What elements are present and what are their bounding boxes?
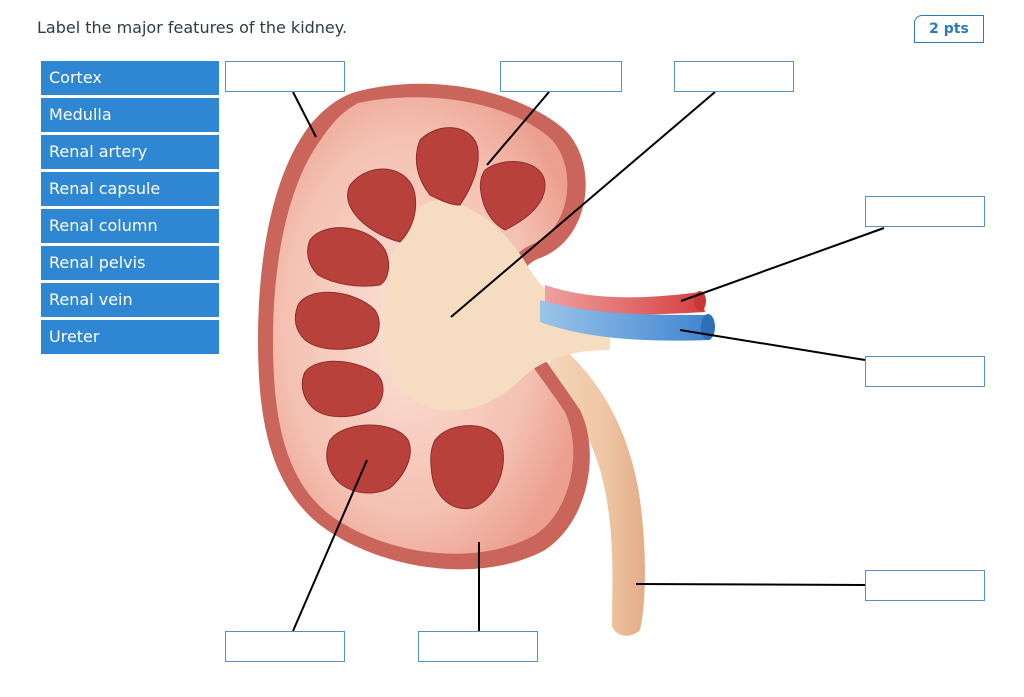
drop-target-capsule[interactable]: [225, 61, 345, 92]
label-chip-ureter[interactable]: Ureter: [41, 320, 219, 354]
drop-target-vein[interactable]: [865, 356, 985, 387]
label-chip-renal-artery[interactable]: Renal artery: [41, 135, 219, 169]
drop-target-cortex[interactable]: [418, 631, 538, 662]
drop-target-column[interactable]: [500, 61, 622, 92]
ureter-shape: [545, 345, 645, 636]
leader-lines: [292, 91, 885, 632]
label-chip-cortex[interactable]: Cortex: [41, 61, 219, 95]
drop-target-medulla[interactable]: [225, 631, 345, 662]
label-chip-renal-capsule[interactable]: Renal capsule: [41, 172, 219, 206]
label-chip-renal-pelvis[interactable]: Renal pelvis: [41, 246, 219, 280]
label-chip-medulla[interactable]: Medulla: [41, 98, 219, 132]
points-badge: 2 pts: [914, 15, 984, 43]
label-chip-renal-vein[interactable]: Renal vein: [41, 283, 219, 317]
medulla-pyramids: [294, 127, 546, 510]
renal-artery-shape: [545, 285, 705, 315]
drop-target-pelvis[interactable]: [674, 61, 794, 92]
label-bank: Cortex Medulla Renal artery Renal capsul…: [41, 61, 219, 357]
question-text: Label the major features of the kidney.: [37, 18, 348, 37]
label-chip-renal-column[interactable]: Renal column: [41, 209, 219, 243]
renal-pelvis-shape: [383, 200, 610, 411]
drop-target-ureter[interactable]: [865, 570, 985, 601]
renal-vein-shape: [540, 300, 710, 341]
drop-target-artery[interactable]: [865, 196, 985, 227]
